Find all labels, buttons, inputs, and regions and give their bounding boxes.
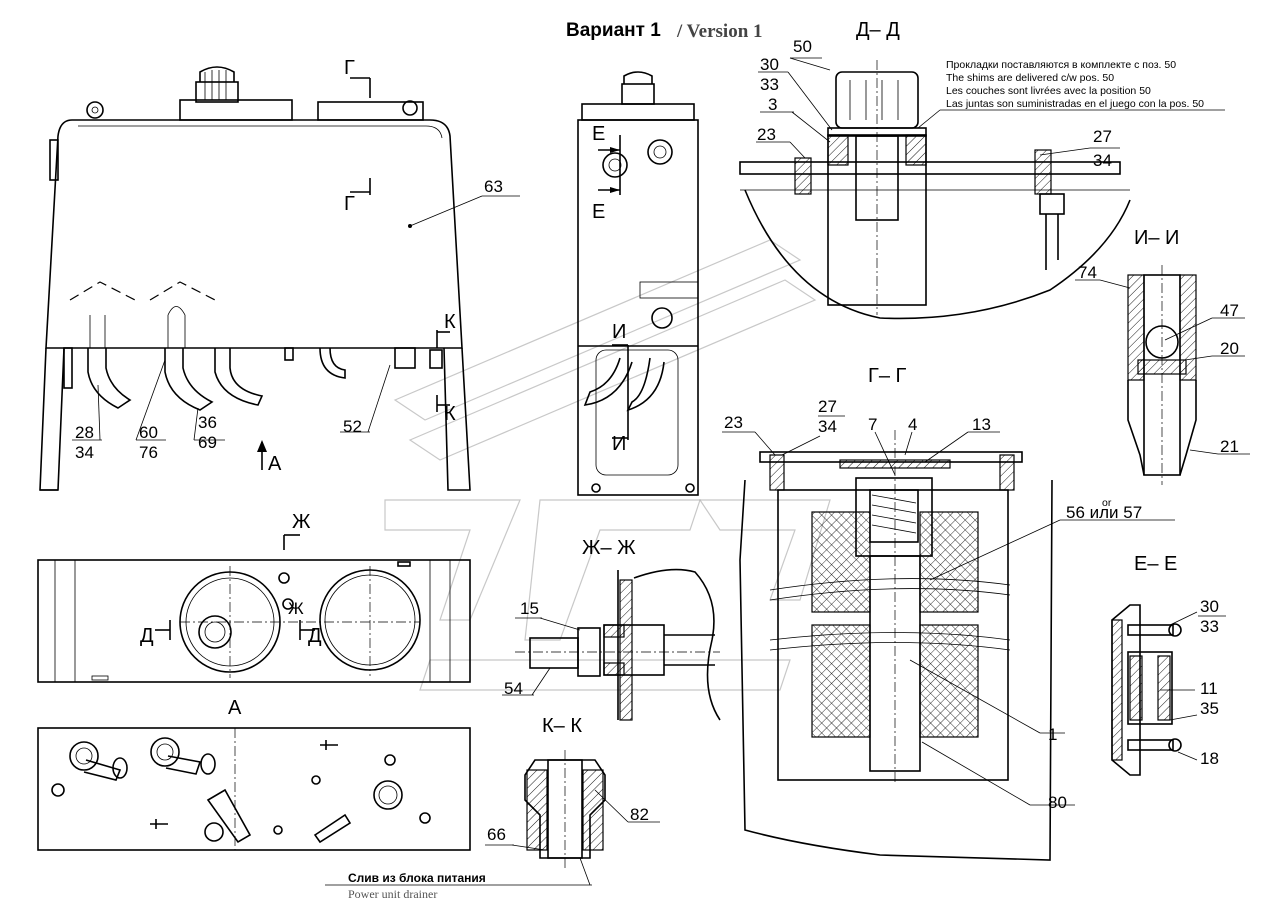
tank-bottom-view-a (37, 727, 471, 851)
callout-54: 54 (504, 679, 523, 698)
callout-34: 34 (75, 443, 94, 462)
callout-34-dd: 34 (1093, 151, 1112, 170)
callout-18: 18 (1200, 749, 1219, 768)
callout-27-dd: 27 (1093, 127, 1112, 146)
cut-mark-d-left: Д (140, 625, 154, 647)
watermark-logo (384, 239, 831, 691)
callout-66: 66 (487, 825, 506, 844)
callout-15: 15 (520, 599, 539, 618)
callout-80: 80 (1048, 793, 1067, 812)
cut-mark-zh-top: Ж (292, 511, 311, 533)
tank-front-view (39, 66, 520, 491)
variant-title: Вариант 1 (566, 20, 661, 41)
section-dd-title: Д– Д (856, 19, 900, 41)
section-zhzh-drawing (502, 568, 721, 721)
cut-mark-zh-mid: Ж (288, 599, 304, 618)
section-kk-drawing (485, 750, 660, 886)
callout-63: 63 (484, 177, 503, 196)
callout-56-57: 56 или 57 (1066, 503, 1142, 522)
callout-50: 50 (793, 37, 812, 56)
view-a-title: А (228, 697, 242, 719)
callout-69: 69 (198, 433, 217, 452)
callout-74: 74 (1078, 263, 1097, 282)
callout-20: 20 (1220, 339, 1239, 358)
cut-mark-g-top: Г (344, 57, 355, 79)
cut-mark-e-bottom: Е (592, 201, 605, 223)
cut-mark-k-top: К (444, 311, 456, 333)
callout-28: 28 (75, 423, 94, 442)
section-ii-drawing (1075, 265, 1250, 485)
callout-4: 4 (908, 415, 917, 434)
section-ee-drawing (1111, 604, 1198, 776)
drain-label-ru: Слив из блока питания (348, 871, 486, 885)
callout-7: 7 (868, 415, 877, 434)
callout-23-gg: 23 (724, 413, 743, 432)
cut-mark-d-right: Д (308, 625, 322, 647)
callout-76: 76 (139, 443, 158, 462)
note-line-es: Las juntas son suministradas en el juego… (946, 98, 1204, 110)
note-line-fr: Les couches sont livrées avec la positio… (946, 85, 1151, 97)
version-subtitle: / Version 1 (676, 21, 763, 42)
callout-13: 13 (972, 415, 991, 434)
callout-23-dd: 23 (757, 125, 776, 144)
callout-30-ee: 30 (1200, 597, 1219, 616)
cut-mark-g-bottom: Г (344, 193, 355, 215)
view-mark-a: А (268, 453, 282, 475)
callout-34-gg: 34 (818, 417, 837, 436)
callout-52: 52 (343, 417, 362, 436)
section-gg-drawing (722, 430, 1175, 861)
note-shims: Прокладки поставляются в комплекте с поз… (917, 59, 1225, 129)
section-ee-title: Е– Е (1134, 553, 1177, 575)
callout-60: 60 (139, 423, 158, 442)
callout-47: 47 (1220, 301, 1239, 320)
section-ii-title: И– И (1134, 227, 1179, 249)
drain-label-en: Power unit drainer (348, 887, 437, 901)
section-kk-title: К– К (542, 715, 582, 737)
callout-27-gg: 27 (818, 397, 837, 416)
note-line-en: The shims are delivered c/w pos. 50 (946, 72, 1114, 84)
cut-mark-e-top: Е (592, 123, 605, 145)
note-line-ru: Прокладки поставляются в комплекте с поз… (946, 59, 1176, 71)
tank-side-view (577, 71, 699, 496)
callout-36: 36 (198, 413, 217, 432)
callout-3: 3 (768, 95, 777, 114)
cut-mark-k-bottom: К (444, 403, 456, 425)
callout-30-dd: 30 (760, 55, 779, 74)
callout-35: 35 (1200, 699, 1219, 718)
callout-or: or (1102, 497, 1112, 509)
section-gg-title: Г– Г (868, 365, 907, 387)
callout-33-dd: 33 (760, 75, 779, 94)
callout-11: 11 (1200, 679, 1218, 698)
callout-33-ee: 33 (1200, 617, 1219, 636)
callout-21: 21 (1220, 437, 1239, 456)
cut-mark-i-top: И (612, 321, 626, 343)
section-zhzh-title: Ж– Ж (582, 537, 636, 559)
callout-82: 82 (630, 805, 649, 824)
tank-top-view (37, 534, 471, 683)
section-dd-drawing (739, 57, 1131, 320)
callout-1: 1 (1048, 725, 1057, 744)
cut-mark-i-bottom: И (612, 433, 626, 455)
